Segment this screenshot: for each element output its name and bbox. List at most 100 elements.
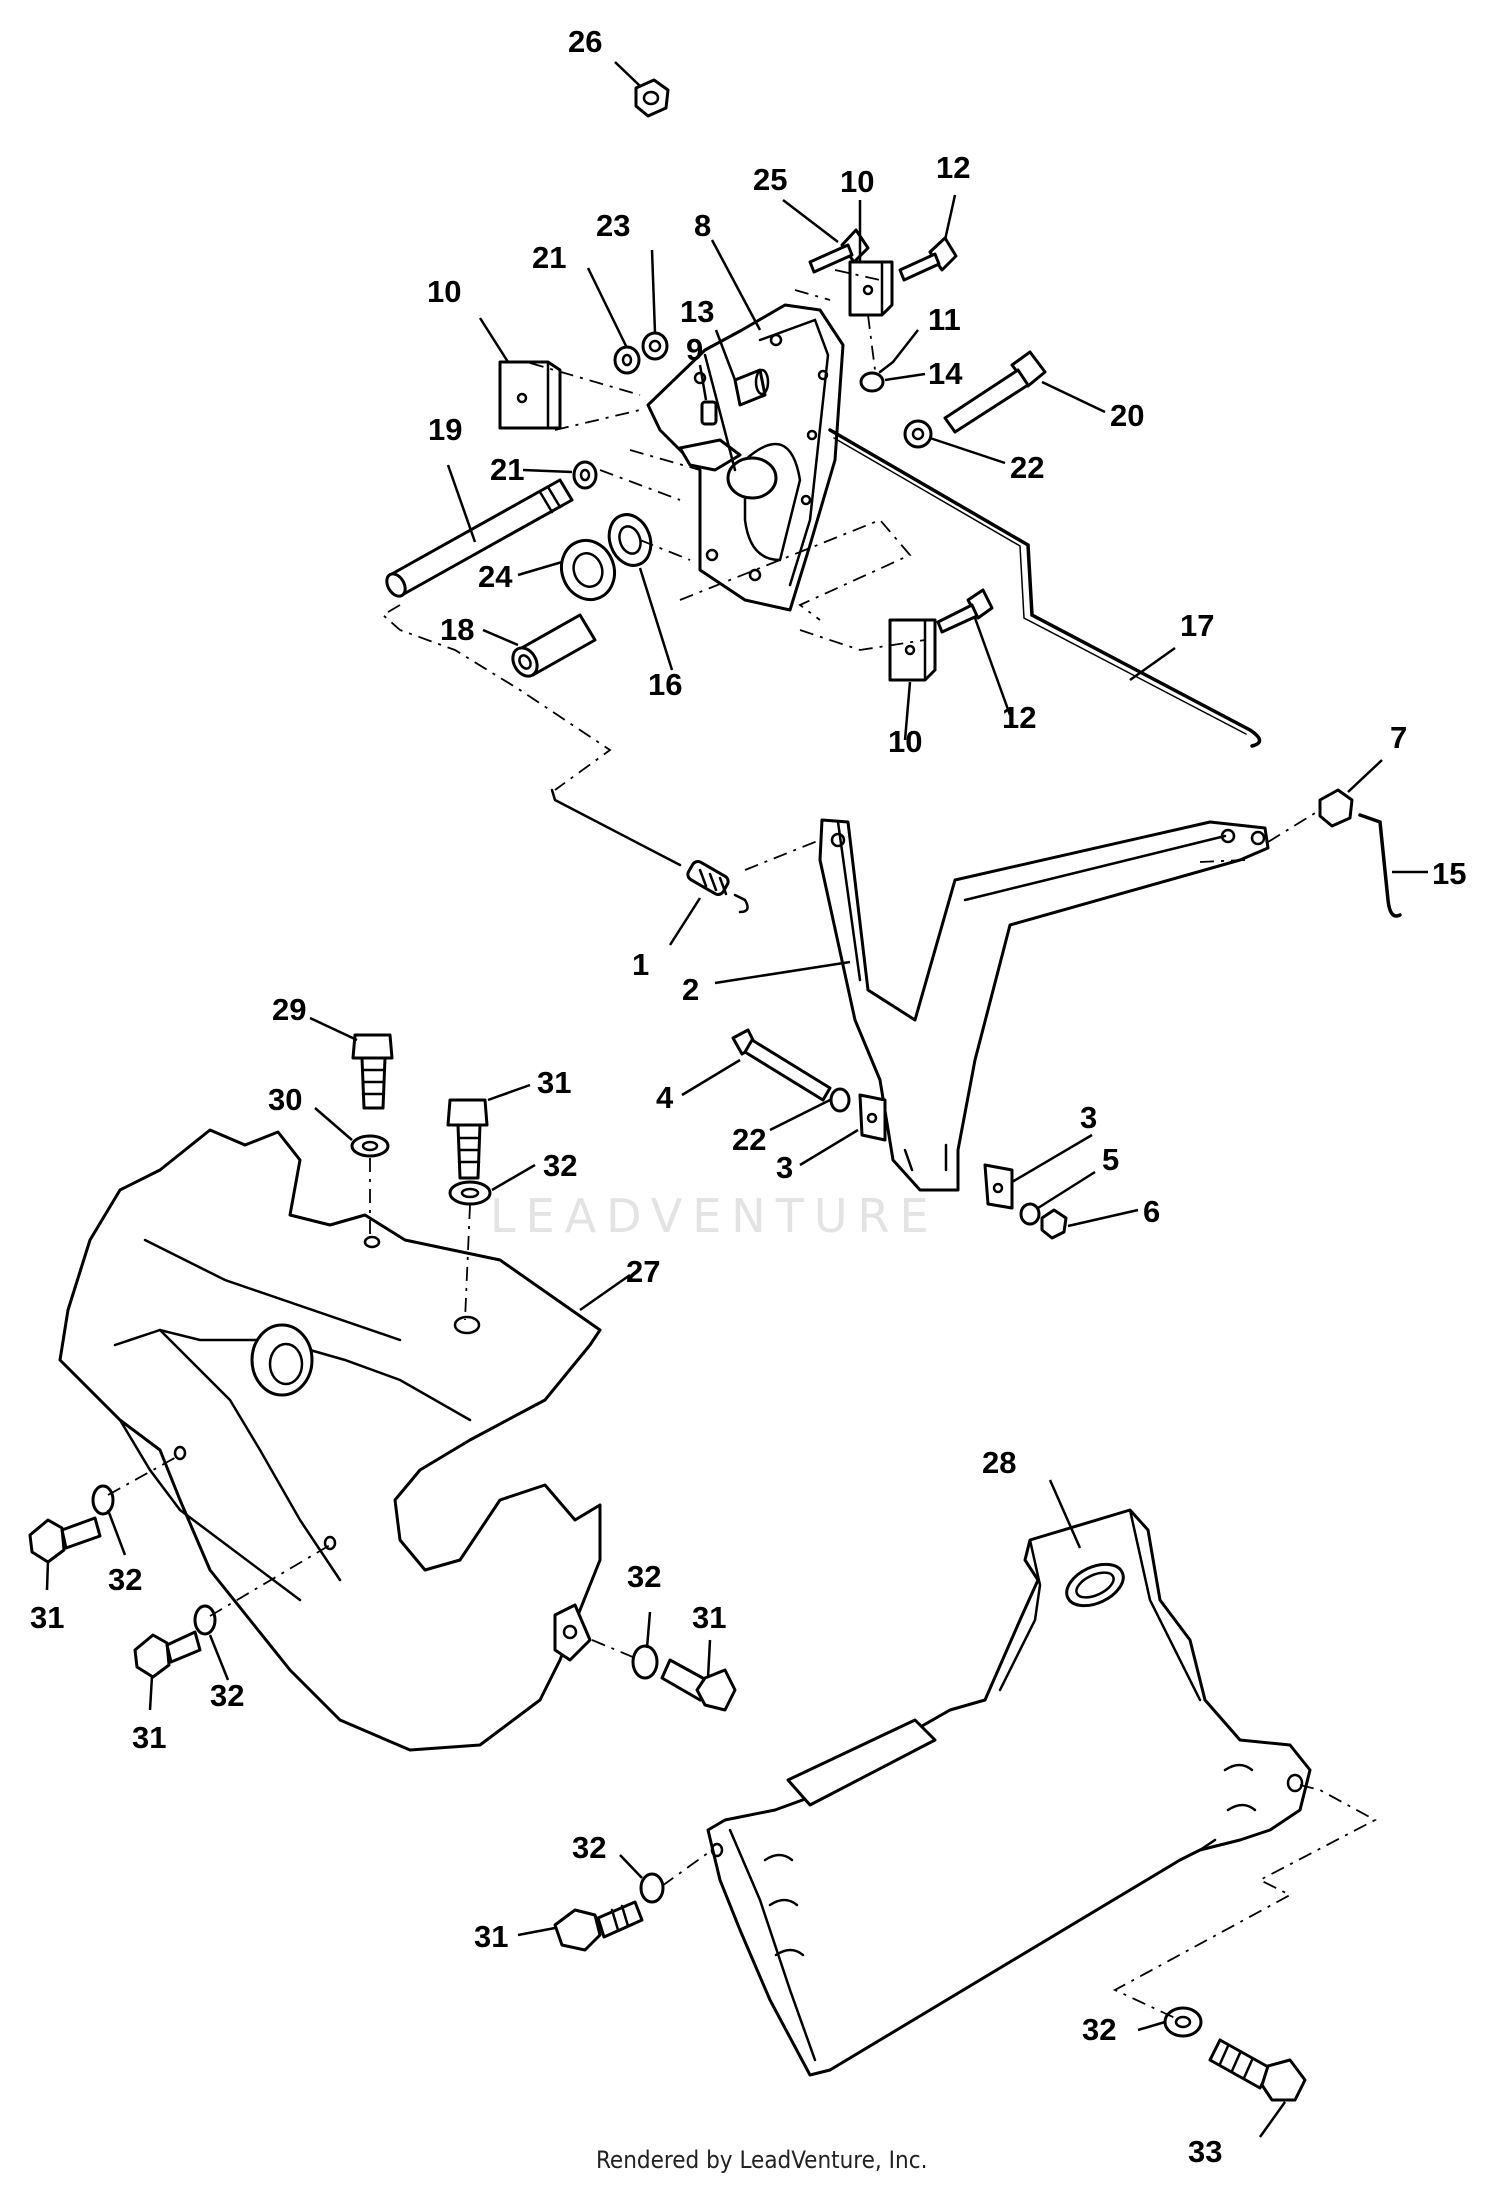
callout-32-bottom-a: 32 <box>572 1830 606 1865</box>
callout-32-bottom-b: 32 <box>1082 2012 1116 2047</box>
part-5-washer <box>1019 1202 1041 1226</box>
part-15-link <box>1358 813 1402 918</box>
part-32-washer-right <box>631 1644 659 1680</box>
part-31-bolt-left-a <box>28 1516 102 1564</box>
part-32-washer-top <box>448 1180 492 1206</box>
callout-18: 18 <box>440 612 474 647</box>
part-9-pin <box>700 400 718 426</box>
callout-25: 25 <box>753 162 787 197</box>
callout-22-lower: 22 <box>732 1122 766 1157</box>
callout-9: 9 <box>686 332 703 367</box>
part-10-clip-top <box>848 260 894 317</box>
callout-12-top: 12 <box>936 150 970 185</box>
part-14-nut <box>859 371 885 393</box>
part-18-spacer <box>511 613 597 678</box>
part-20-bolt <box>943 350 1047 434</box>
part-32-washer-bottom-b <box>1163 2006 1203 2038</box>
part-21-washer-lower <box>572 460 598 490</box>
part-22-washer-lower <box>829 1087 851 1113</box>
callout-24: 24 <box>478 559 513 594</box>
callout-32-right: 32 <box>627 1559 661 1594</box>
part-31-bolt-bottom <box>553 1900 644 1952</box>
part-22-washer-top <box>903 419 933 449</box>
callout-28: 28 <box>982 1445 1016 1480</box>
part-10-clip-bottom <box>888 618 937 682</box>
part-11-clip <box>878 360 895 374</box>
callout-31-bottom: 31 <box>474 1919 508 1954</box>
part-12-bolt-top <box>898 236 958 282</box>
callout-12-lower: 12 <box>1002 700 1036 735</box>
callout-15: 15 <box>1432 856 1466 891</box>
part-4-bolt <box>731 1028 832 1102</box>
part-12-bolt-lower <box>936 588 994 634</box>
leader-lines <box>45 61 1428 2138</box>
callout-10-lower: 10 <box>888 724 922 759</box>
callout-22-top: 22 <box>1010 450 1044 485</box>
part-2-lever <box>818 818 1270 1192</box>
part-32-washer-left-b <box>193 1604 217 1636</box>
part-3-plate-b <box>983 1163 1014 1210</box>
part-25-bolt <box>808 228 870 274</box>
callout-21-top: 21 <box>532 240 566 275</box>
part-24-bushing <box>560 538 616 602</box>
callout-3-right: 3 <box>1080 1100 1097 1135</box>
callout-32-left-b: 32 <box>210 1678 244 1713</box>
part-33-bolt <box>1208 2038 1307 2102</box>
callout-31-left-b: 31 <box>132 1720 166 1755</box>
callout-33: 33 <box>1188 2134 1222 2169</box>
callout-labels: 26 25 10 12 21 23 8 10 13 9 11 14 20 22 … <box>30 24 1466 2169</box>
callout-5: 5 <box>1102 1142 1119 1177</box>
callout-4: 4 <box>656 1080 674 1115</box>
part-19-rod <box>385 478 574 598</box>
callout-10-left: 10 <box>427 274 461 309</box>
callout-16: 16 <box>648 667 682 702</box>
part-6-nut <box>1040 1208 1068 1240</box>
part-31-bolt-left-b <box>133 1630 202 1679</box>
callout-13: 13 <box>680 294 714 329</box>
callout-30: 30 <box>268 1082 302 1117</box>
watermark-text: LEADVENTURE <box>490 1189 939 1243</box>
callout-19: 19 <box>428 412 462 447</box>
callout-11: 11 <box>928 302 961 337</box>
footer-credit: Rendered by LeadVenture, Inc. <box>596 2146 927 2174</box>
part-3-plate-a <box>858 1093 887 1142</box>
callout-27: 27 <box>626 1254 660 1289</box>
part-31-bolt-right <box>660 1658 737 1712</box>
part-8-bracket <box>646 303 845 612</box>
callout-14: 14 <box>928 356 963 391</box>
callout-21-lower: 21 <box>490 452 524 487</box>
part-23-nut <box>641 331 669 361</box>
callout-26: 26 <box>568 24 602 59</box>
part-17-link-rod <box>828 428 1262 748</box>
part-27-guard <box>58 1128 602 1752</box>
callout-31-right: 31 <box>692 1600 726 1635</box>
assembly-lines <box>107 269 1377 2019</box>
part-26-nut <box>634 78 670 118</box>
callout-20: 20 <box>1110 398 1144 433</box>
part-13-stud <box>733 368 770 407</box>
part-10-clip-left <box>498 360 562 430</box>
part-29-bolt <box>351 1033 394 1110</box>
part-16-bearing <box>607 513 653 567</box>
part-32-washer-bottom-a <box>639 1872 665 1904</box>
part-28-guard <box>706 1508 1312 2077</box>
callout-3-left: 3 <box>776 1150 793 1185</box>
callout-2: 2 <box>682 972 699 1007</box>
callout-8: 8 <box>694 208 711 243</box>
part-32-washer-left-a <box>91 1484 115 1516</box>
part-21-washer-top <box>613 345 641 375</box>
callout-31-top: 31 <box>537 1065 571 1100</box>
callout-17: 17 <box>1180 608 1214 643</box>
callout-23: 23 <box>596 208 630 243</box>
callout-29: 29 <box>272 992 306 1027</box>
callout-32-left-a: 32 <box>108 1562 142 1597</box>
callout-7: 7 <box>1390 720 1407 755</box>
part-30-washer <box>350 1134 390 1158</box>
callout-6: 6 <box>1143 1194 1160 1229</box>
callout-32-top: 32 <box>543 1148 577 1183</box>
callout-10-top: 10 <box>840 164 874 199</box>
part-7-nut <box>1318 788 1354 828</box>
part-31-bolt-top <box>446 1098 489 1180</box>
